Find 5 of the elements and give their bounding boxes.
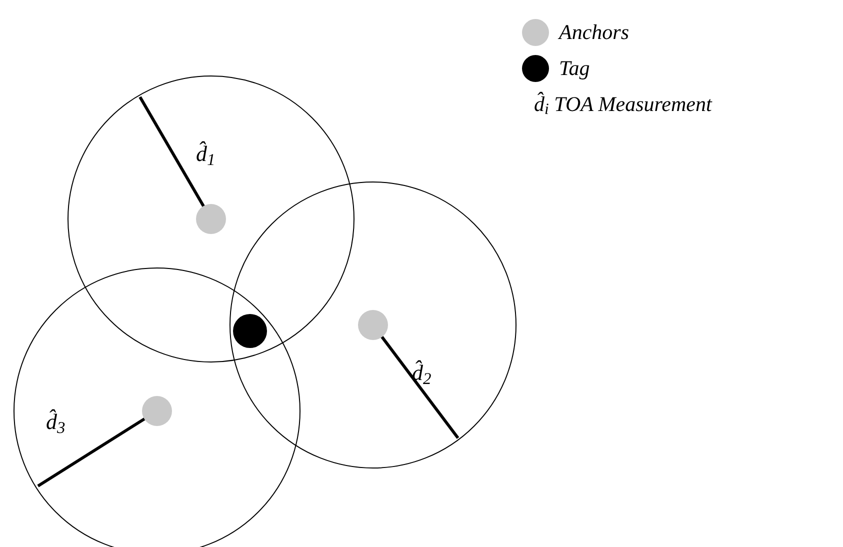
- legend-text: Tag: [559, 58, 590, 78]
- legend-text: Anchors: [559, 22, 629, 42]
- legend-text: d̂$_{i}$ TOA Measurement: [534, 94, 712, 114]
- radius-label: d̂$_{3}$: [46, 411, 66, 433]
- radius-label: d̂$_{1}$: [196, 143, 216, 165]
